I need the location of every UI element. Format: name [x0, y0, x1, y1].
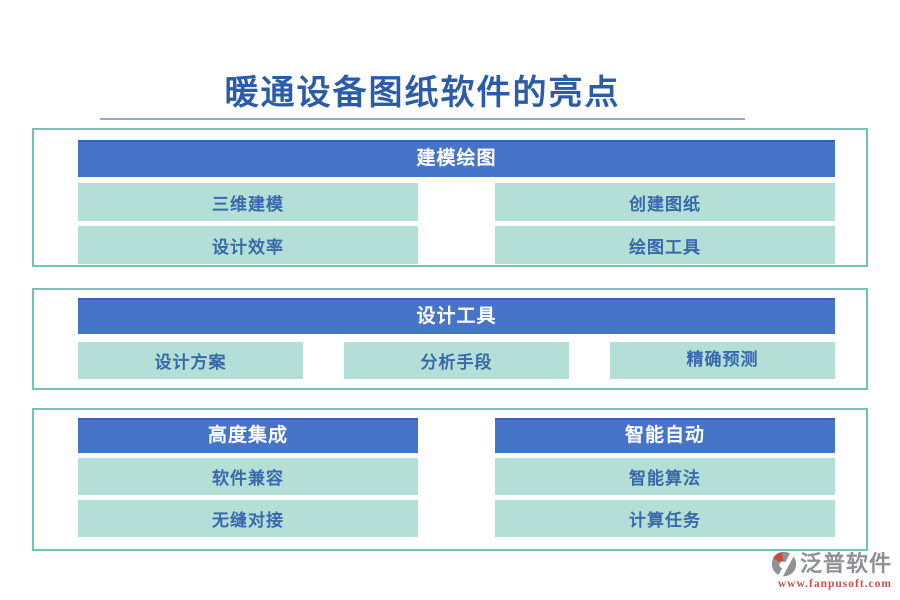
page-title-block: 暖通设备图纸软件的亮点 — [100, 74, 745, 120]
brand-url: www.fanpusoft.com — [777, 578, 892, 590]
item-accurate-prediction: 精确预测 — [610, 342, 835, 379]
brand-footer: 泛普软件 www.fanpusoft.com — [742, 551, 892, 590]
section-header-intelligent-automation: 智能自动 — [495, 418, 835, 453]
section-integration-automation: 高度集成 软件兼容 无缝对接 智能自动 智能算法 计算任务 — [32, 408, 868, 551]
item-computing-tasks: 计算任务 — [495, 500, 835, 537]
item-analysis-method: 分析手段 — [344, 342, 569, 379]
item-3d-modeling: 三维建模 — [78, 183, 418, 221]
section-modeling-drawing: 建模绘图 三维建模 创建图纸 设计效率 绘图工具 — [32, 128, 868, 267]
section-design-tools: 设计工具 设计方案 分析手段 精确预测 — [32, 288, 868, 390]
item-intelligent-algorithm: 智能算法 — [495, 458, 835, 495]
modeling-items-grid: 三维建模 创建图纸 设计效率 绘图工具 — [78, 183, 835, 264]
item-seamless-integration: 无缝对接 — [78, 500, 418, 537]
item-create-drawings: 创建图纸 — [495, 183, 835, 221]
design-tools-items-row: 设计方案 分析手段 精确预测 — [78, 342, 835, 379]
item-drawing-tools: 绘图工具 — [495, 226, 835, 264]
column-high-integration: 高度集成 软件兼容 无缝对接 — [78, 418, 418, 537]
column-intelligent-automation: 智能自动 智能算法 计算任务 — [495, 418, 835, 537]
brand-name: 泛普软件 — [799, 551, 892, 576]
fanpu-logo-icon — [771, 551, 797, 577]
section-header-high-integration: 高度集成 — [78, 418, 418, 453]
section-header-modeling-drawing: 建模绘图 — [78, 140, 835, 177]
item-software-compatibility: 软件兼容 — [78, 458, 418, 495]
item-design-scheme: 设计方案 — [78, 342, 303, 379]
section-header-design-tools: 设计工具 — [78, 298, 835, 334]
item-design-efficiency: 设计效率 — [78, 226, 418, 264]
page-title: 暖通设备图纸软件的亮点 — [224, 75, 621, 112]
